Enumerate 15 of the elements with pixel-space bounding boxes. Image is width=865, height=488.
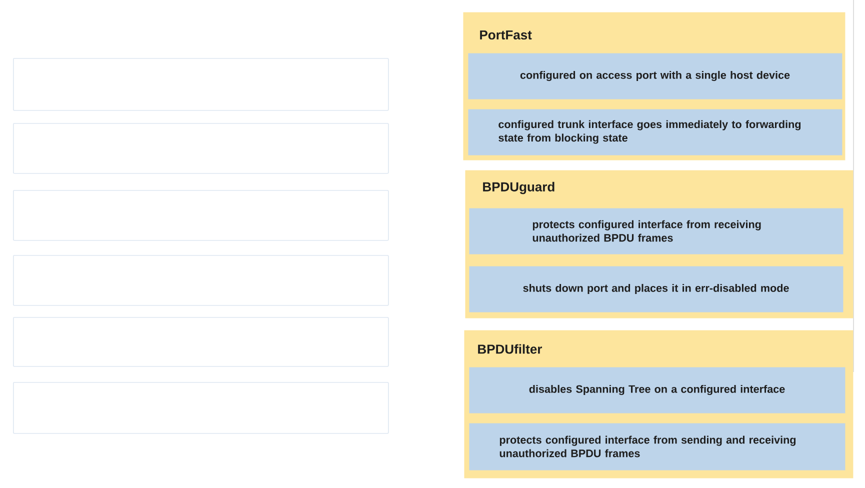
panel-heading: PortFast — [480, 30, 532, 40]
option-box: protects configured interface from receiving unauthorized BPDU frames — [469, 208, 844, 254]
panel-heading: BPDUfilter — [478, 344, 542, 354]
option-box: protects configured interface from sending and receiving unauthorized BPDU frames — [469, 423, 846, 470]
option-box: configured on access port with a single host device — [468, 53, 842, 100]
answer-box — [13, 382, 389, 434]
option-box: shuts down port and places it in err-disabled mode — [469, 266, 844, 312]
panel-heading: BPDUguard — [483, 182, 554, 194]
answer-box — [13, 58, 389, 111]
answer-box — [13, 255, 389, 306]
answer-box — [13, 123, 389, 174]
answer-box — [13, 190, 389, 241]
option-box: disables Spanning Tree on a configured interface — [469, 367, 846, 414]
option-box: configured trunk interface goes immediately to forwarding state from blocking state — [468, 109, 842, 156]
answer-box — [13, 317, 389, 367]
